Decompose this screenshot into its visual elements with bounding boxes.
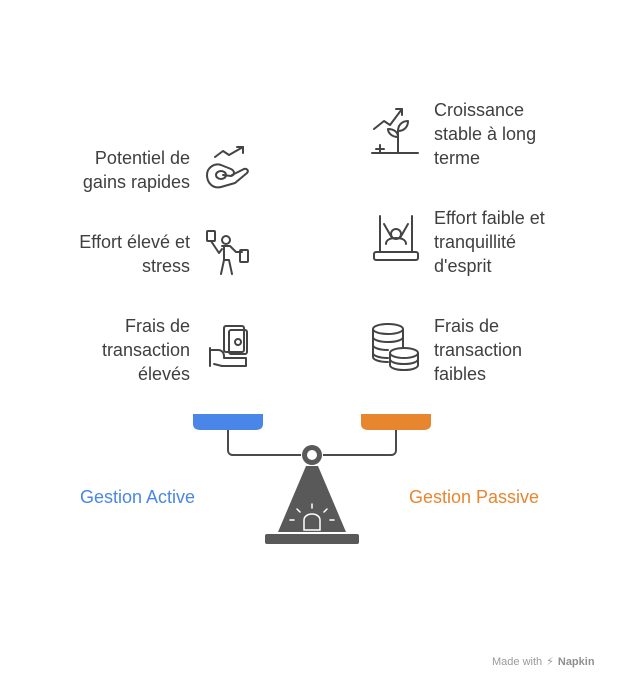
napkin-brand: Napkin [557, 655, 595, 668]
growing-plant-icon [370, 105, 422, 157]
label-gestion-active: Gestion Active [80, 487, 196, 507]
left-pan [193, 414, 263, 430]
person-on-swing-icon [370, 214, 422, 266]
hand-with-money-icon [206, 322, 254, 372]
scale-base [278, 466, 346, 532]
right-pan [361, 414, 431, 430]
napkin-footer: Made with ⚡ Napkin [492, 655, 595, 669]
label-gestion-passive: Gestion Passive [409, 487, 540, 507]
scale-beam [227, 430, 397, 456]
napkin-logo-icon: ⚡ [546, 656, 554, 668]
juggling-person-icon [204, 226, 254, 278]
rising-money-icon [203, 145, 253, 193]
made-with-text: Made with [492, 655, 543, 668]
coin-stacks-icon [370, 322, 422, 372]
